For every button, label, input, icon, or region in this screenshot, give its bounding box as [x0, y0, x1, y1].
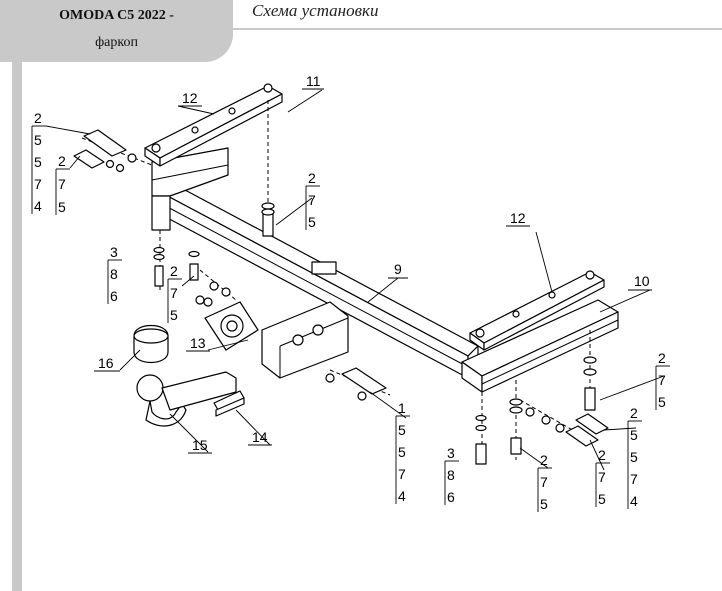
right-side-bracket — [461, 299, 619, 393]
callout-12-right: 12 — [510, 210, 526, 226]
svg-text:5: 5 — [630, 427, 638, 443]
stack-center: 1 5 5 7 4 — [395, 400, 410, 504]
svg-text:5: 5 — [598, 491, 606, 507]
svg-text:4: 4 — [34, 198, 42, 214]
stack-top-middle: 2 7 5 — [305, 170, 320, 230]
svg-text:7: 7 — [540, 474, 548, 490]
svg-text:7: 7 — [170, 285, 178, 301]
svg-text:5: 5 — [398, 444, 406, 460]
callout-13: 13 — [190, 335, 206, 351]
stacked-callouts: 2 5 5 7 4 2 7 5 2 7 5 3 8 6 — [31, 110, 670, 512]
svg-text:5: 5 — [658, 394, 666, 410]
hitch-bracket — [261, 261, 349, 379]
svg-text:5: 5 — [34, 154, 42, 170]
svg-text:7: 7 — [658, 372, 666, 388]
callout-16: 16 — [98, 355, 114, 371]
svg-text:2: 2 — [308, 170, 316, 186]
svg-text:2: 2 — [630, 405, 638, 421]
callout-11: 11 — [306, 73, 321, 89]
ball-cover — [133, 324, 169, 364]
svg-text:3: 3 — [447, 445, 455, 461]
stack-bottom-c: 2 7 5 — [595, 447, 610, 507]
stack-top-left-b: 2 7 5 — [55, 153, 70, 215]
socket-plate — [204, 301, 259, 351]
svg-text:1: 1 — [398, 400, 406, 416]
svg-text:2: 2 — [58, 153, 66, 169]
svg-text:2: 2 — [540, 452, 548, 468]
svg-text:2: 2 — [598, 447, 606, 463]
svg-text:7: 7 — [398, 466, 406, 482]
svg-text:2: 2 — [34, 110, 42, 126]
left-border-bar — [12, 62, 22, 591]
svg-text:4: 4 — [398, 488, 406, 504]
callout-12-left: 12 — [182, 90, 198, 106]
svg-text:5: 5 — [630, 449, 638, 465]
svg-text:7: 7 — [58, 176, 66, 192]
stack-top-left-a: 2 5 5 7 4 — [31, 110, 46, 214]
callout-10: 10 — [634, 273, 650, 289]
left-mounting-plate — [144, 83, 283, 167]
svg-text:5: 5 — [58, 199, 66, 215]
tow-ball — [136, 371, 237, 427]
svg-text:2: 2 — [170, 263, 178, 279]
fasteners — [73, 129, 609, 465]
callouts: 12 11 12 9 10 13 16 15 14 — [94, 73, 652, 454]
callout-14: 14 — [252, 429, 268, 445]
diagram-heading: Схема установки — [252, 1, 379, 20]
stack-left-hook: 2 7 5 — [167, 263, 182, 323]
small-bracket — [213, 390, 245, 417]
stack-left-bolt: 3 8 6 — [107, 244, 122, 304]
svg-text:7: 7 — [598, 469, 606, 485]
top-border-line — [233, 28, 722, 30]
svg-text:5: 5 — [308, 214, 316, 230]
svg-text:7: 7 — [308, 192, 316, 208]
svg-text:5: 5 — [398, 422, 406, 438]
svg-text:4: 4 — [630, 493, 638, 509]
product-subtitle: фаркоп — [95, 35, 138, 50]
stack-bottom-b: 2 7 5 — [537, 452, 552, 512]
svg-text:6: 6 — [110, 288, 118, 304]
svg-text:5: 5 — [540, 496, 548, 512]
callout-9: 9 — [394, 261, 402, 277]
right-mounting-plate — [469, 270, 605, 351]
svg-text:8: 8 — [447, 467, 455, 483]
stack-right-b: 2 5 5 7 4 — [627, 405, 642, 509]
stack-bottom-a: 3 8 6 — [444, 445, 459, 505]
svg-text:6: 6 — [447, 489, 455, 505]
stack-right-a: 2 7 5 — [655, 350, 670, 410]
svg-text:5: 5 — [34, 132, 42, 148]
callout-15: 15 — [192, 437, 208, 453]
leader-lines — [45, 89, 665, 471]
svg-text:7: 7 — [34, 176, 42, 192]
svg-text:3: 3 — [110, 244, 118, 260]
model-title: OMODA C5 2022 - — [59, 8, 174, 23]
svg-text:5: 5 — [170, 307, 178, 323]
header-tab: OMODA C5 2022 - фаркоп — [0, 0, 233, 62]
svg-text:2: 2 — [658, 350, 666, 366]
svg-text:7: 7 — [630, 471, 638, 487]
svg-text:8: 8 — [110, 266, 118, 282]
